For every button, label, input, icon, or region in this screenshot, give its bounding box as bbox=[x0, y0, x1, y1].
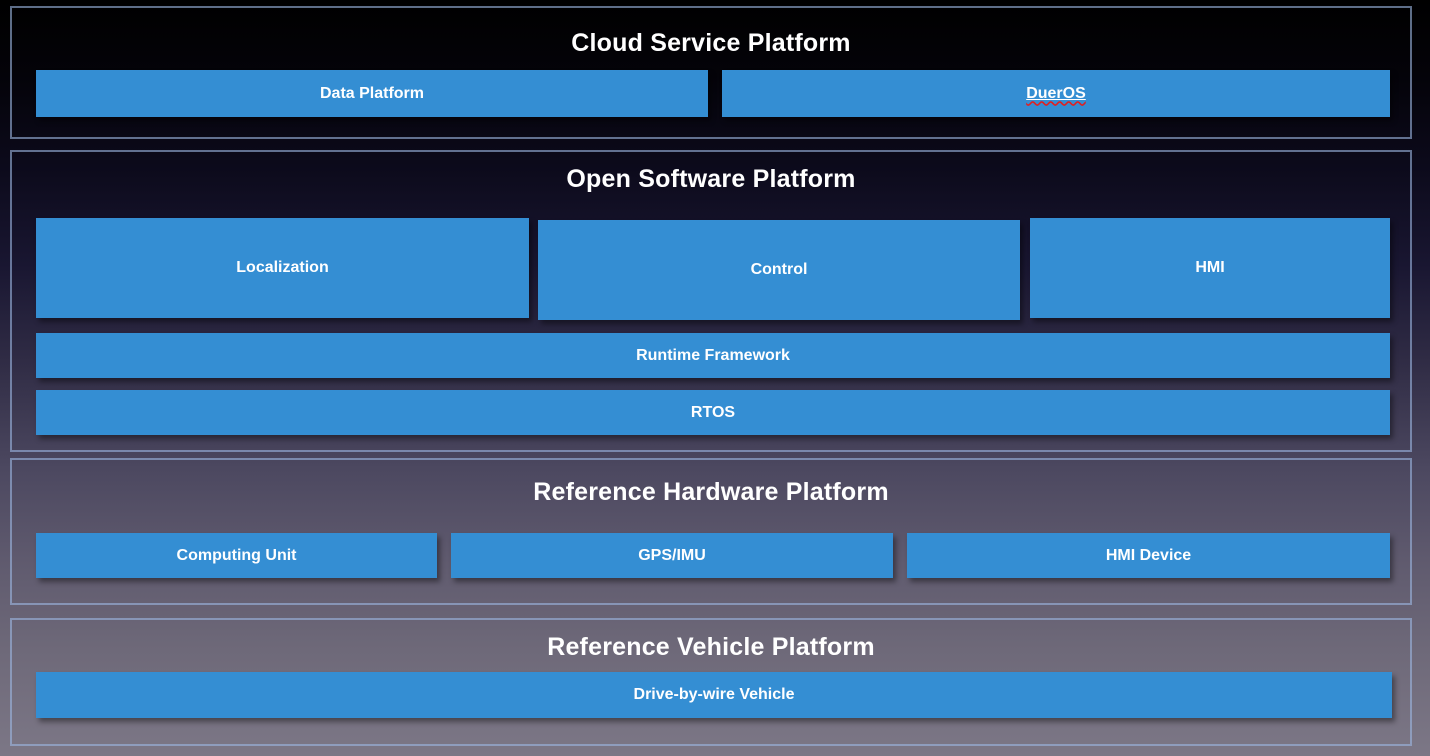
box-computing-unit-label: Computing Unit bbox=[176, 546, 297, 564]
box-hmi-device: HMI Device bbox=[907, 533, 1390, 578]
box-localization-label: Localization bbox=[236, 259, 329, 276]
section-title-open-software-platform: Open Software Platform bbox=[566, 165, 856, 193]
box-dueros: DuerOS bbox=[722, 70, 1390, 117]
section-cloud-service-platform: Cloud Service Platform Data Platform Due… bbox=[10, 6, 1412, 139]
box-gps-imu-label: GPS/IMU bbox=[638, 546, 706, 564]
section-title-reference-hardware-platform: Reference Hardware Platform bbox=[533, 478, 889, 506]
section-reference-hardware-platform: Reference Hardware Platform Computing Un… bbox=[10, 458, 1412, 605]
section-open-software-platform: Open Software Platform Localization Cont… bbox=[10, 150, 1412, 452]
box-drive-by-wire-vehicle-label: Drive-by-wire Vehicle bbox=[633, 686, 795, 703]
box-rtos-label: RTOS bbox=[690, 403, 736, 421]
box-control: Control bbox=[538, 220, 1020, 320]
section-title-reference-vehicle-platform: Reference Vehicle Platform bbox=[547, 633, 875, 661]
box-localization: Localization bbox=[36, 218, 529, 318]
section-title-cloud-service-platform: Cloud Service Platform bbox=[571, 29, 851, 57]
box-hmi: HMI bbox=[1030, 218, 1390, 318]
box-computing-unit: Computing Unit bbox=[36, 533, 437, 578]
box-gps-imu: GPS/IMU bbox=[451, 533, 893, 578]
section-reference-vehicle-platform: Reference Vehicle Platform Drive-by-wire… bbox=[10, 618, 1412, 746]
box-runtime-framework: Runtime Framework bbox=[36, 333, 1390, 378]
box-dueros-label: DuerOS bbox=[1026, 84, 1086, 102]
box-rtos: RTOS bbox=[36, 390, 1390, 435]
box-hmi-device-label: HMI Device bbox=[1105, 546, 1192, 564]
box-drive-by-wire-vehicle: Drive-by-wire Vehicle bbox=[36, 672, 1392, 718]
box-runtime-framework-label: Runtime Framework bbox=[636, 346, 790, 364]
box-data-platform: Data Platform bbox=[36, 70, 708, 117]
box-hmi-label: HMI bbox=[1195, 259, 1225, 276]
box-control-label: Control bbox=[750, 261, 808, 278]
box-data-platform-label: Data Platform bbox=[319, 84, 425, 102]
